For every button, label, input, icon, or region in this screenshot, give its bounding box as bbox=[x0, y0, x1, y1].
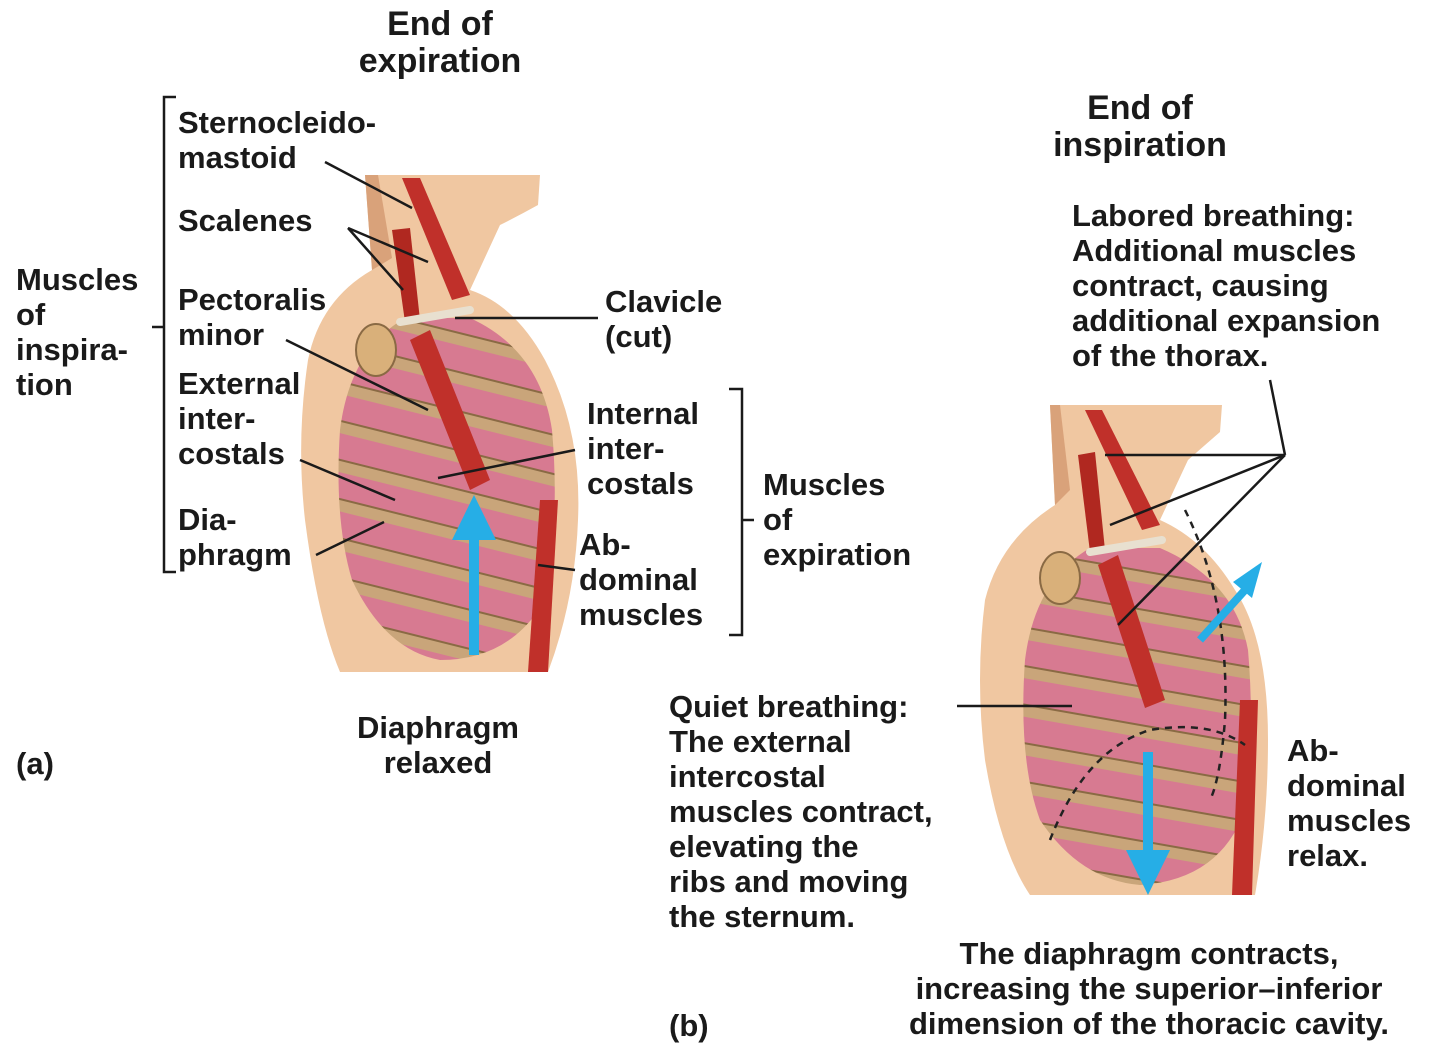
abdominal-relax-text: Ab- dominal muscles relax. bbox=[1287, 733, 1411, 873]
panel-a-title: End of expiration bbox=[340, 6, 540, 80]
diaphragm-contracts-text: The diaphragm contracts, increasing the … bbox=[868, 936, 1430, 1041]
label-diaphragm: Dia- phragm bbox=[178, 502, 292, 572]
label-pectoralis-minor: Pectoralis minor bbox=[178, 282, 326, 352]
bracket-expiration bbox=[729, 389, 754, 635]
label-sternocleidomastoid: Sternocleido- mastoid bbox=[178, 105, 376, 175]
expiration-group-label: Muscles of expiration bbox=[763, 467, 911, 572]
torso-a bbox=[301, 175, 578, 672]
label-scalenes: Scalenes bbox=[178, 203, 312, 238]
inspiration-group-label: Muscles of inspira- tion bbox=[16, 262, 138, 402]
panel-b-title: End of inspiration bbox=[1030, 90, 1250, 164]
label-clavicle: Clavicle (cut) bbox=[605, 284, 722, 354]
quiet-breathing-text: Quiet breathing: The external intercosta… bbox=[669, 689, 933, 934]
bracket-inspiration bbox=[152, 97, 176, 572]
label-abdominal-muscles: Ab- dominal muscles bbox=[579, 527, 703, 632]
label-external-intercostals: External inter- costals bbox=[178, 366, 300, 471]
panel-b-letter: (b) bbox=[669, 1008, 709, 1043]
panel-a-letter: (a) bbox=[16, 746, 54, 781]
labored-breathing-text: Labored breathing: Additional muscles co… bbox=[1072, 198, 1380, 373]
label-internal-intercostals: Internal inter- costals bbox=[587, 396, 699, 501]
panel-a-caption: Diaphragm relaxed bbox=[338, 710, 538, 780]
